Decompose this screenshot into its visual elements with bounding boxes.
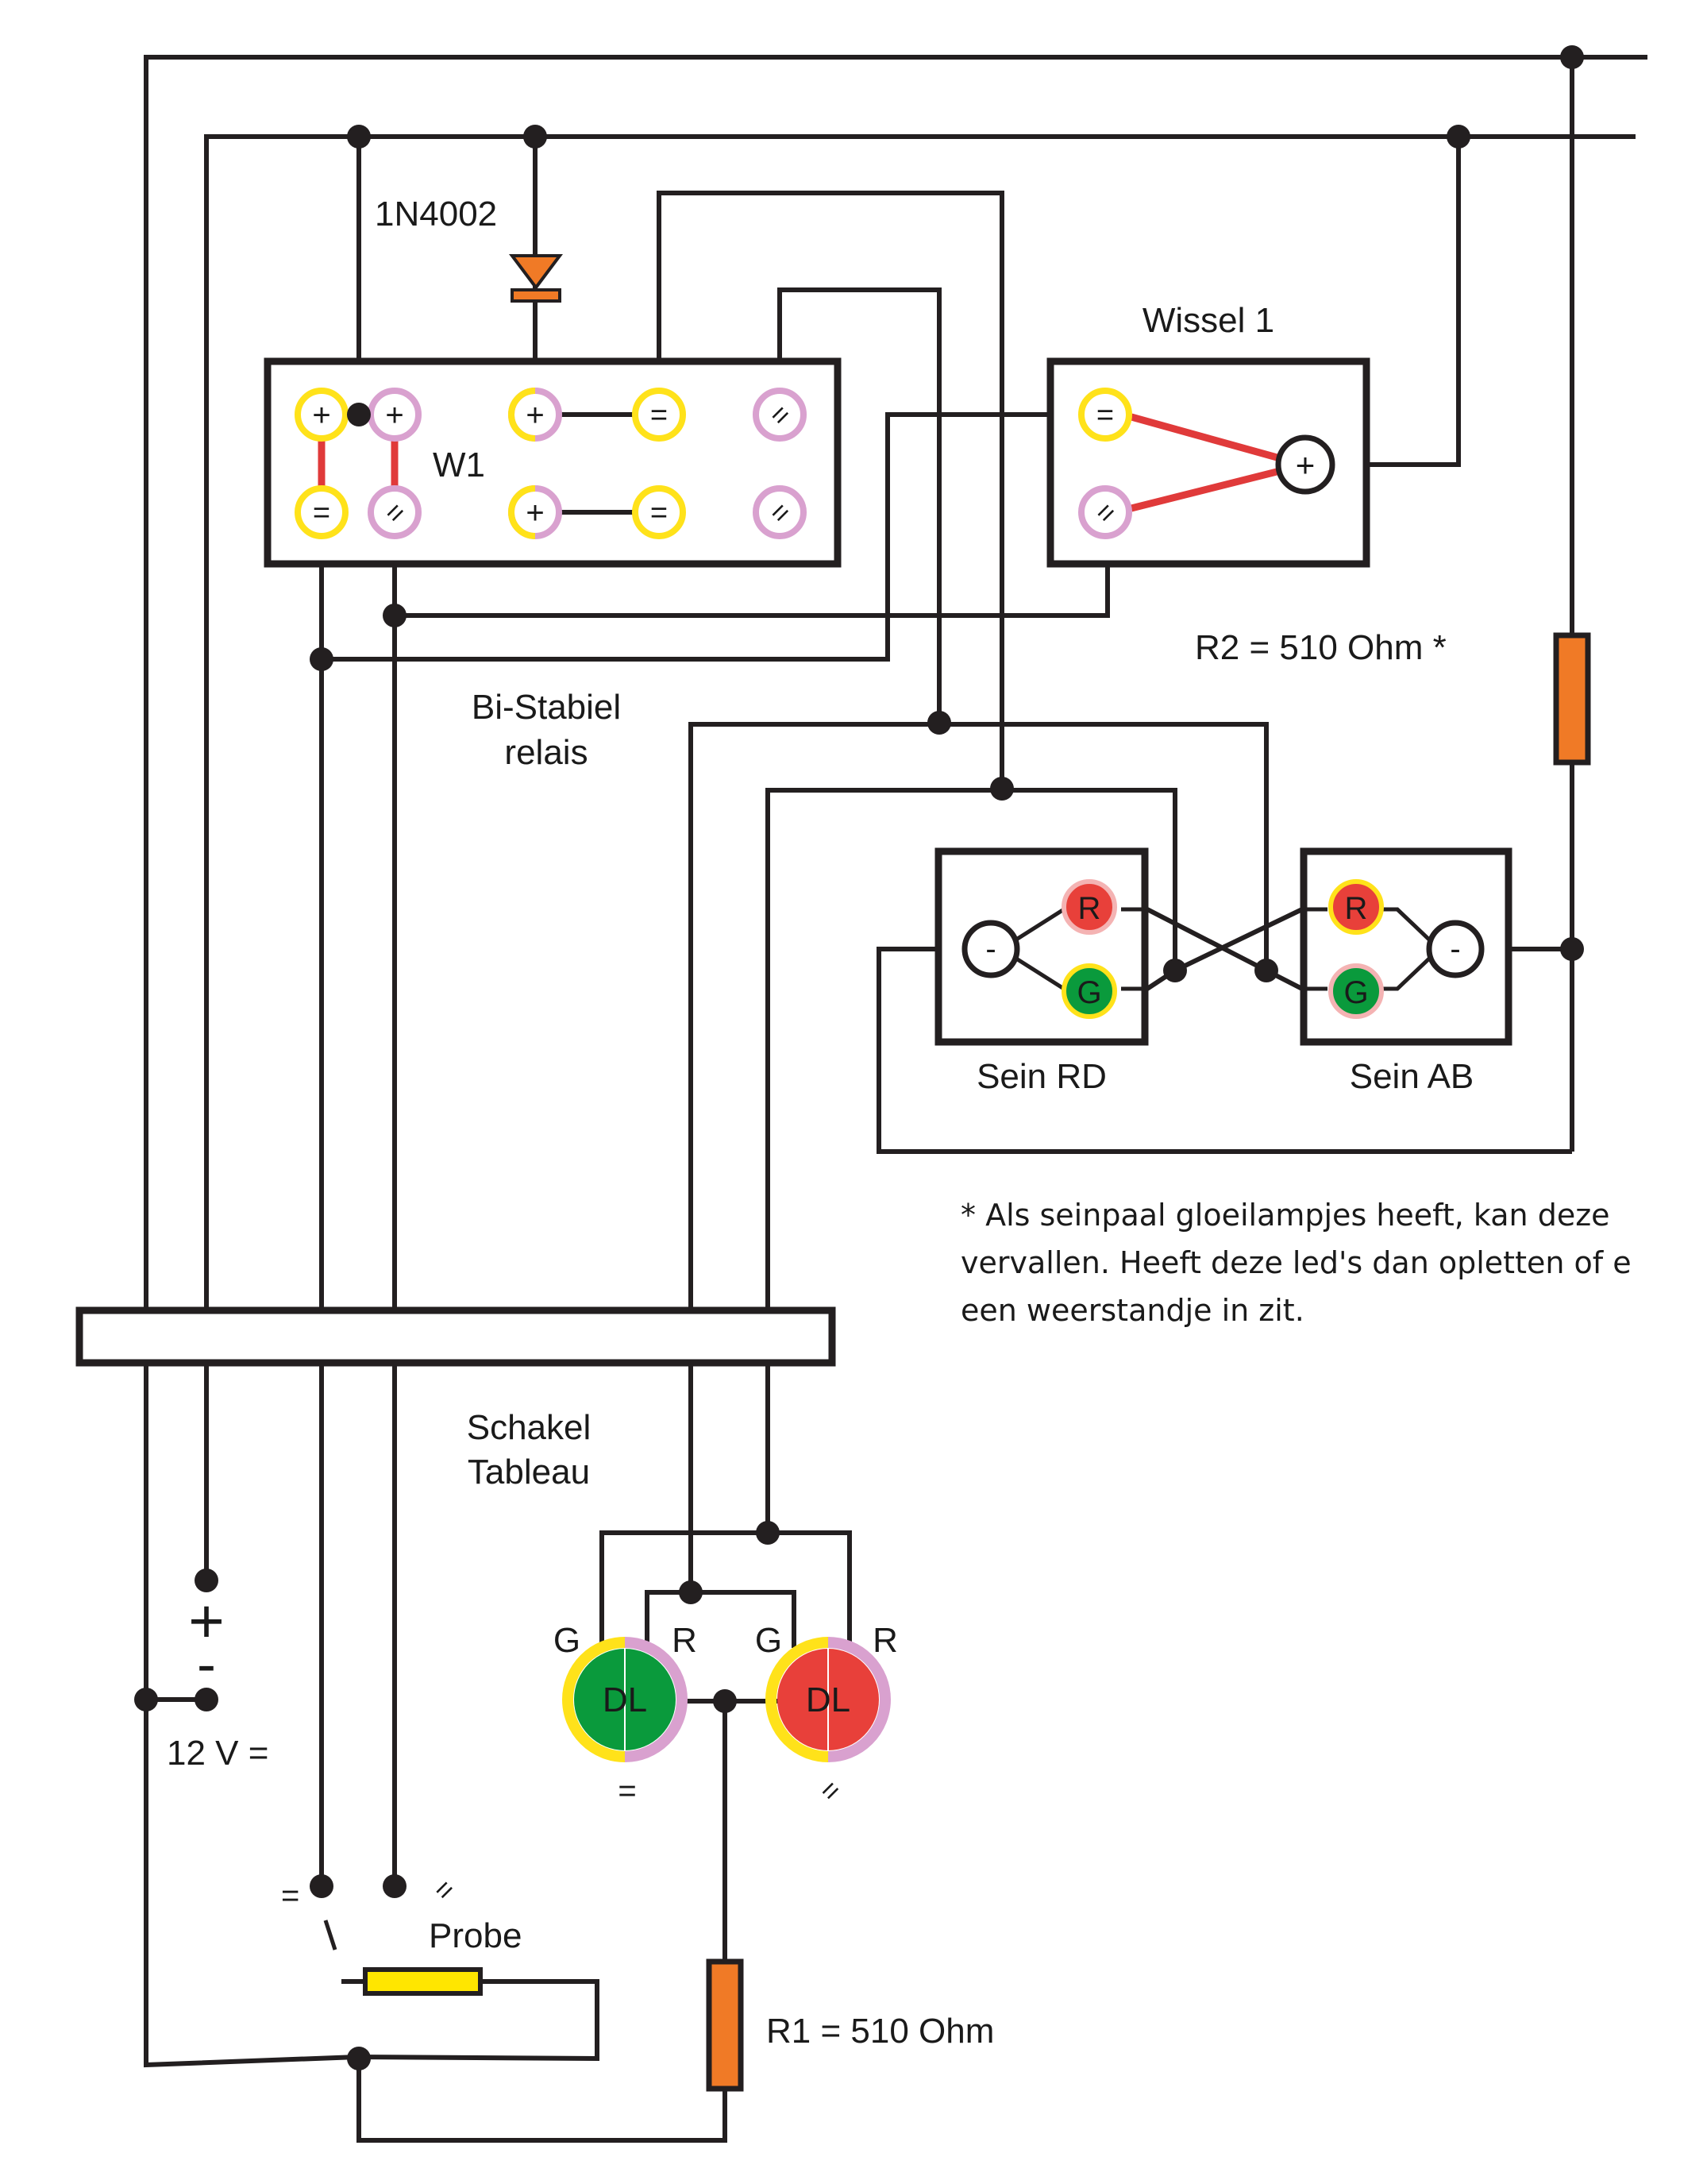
ab-term-green: G xyxy=(1328,963,1384,1019)
svg-text:+: + xyxy=(526,398,544,433)
footnote-line-3: een weerstandje in zit. xyxy=(961,1293,1304,1328)
svg-text:=: = xyxy=(650,399,668,432)
supply-minus-label: - xyxy=(197,1633,216,1696)
resistor-r1 xyxy=(706,1958,744,2092)
svg-text:R: R xyxy=(1078,891,1101,926)
panel-title-line1: Schakel xyxy=(467,1408,591,1447)
wire-relay-div-loop xyxy=(777,287,942,723)
diode-1n4002 xyxy=(509,254,563,303)
supply-voltage-label: 12 V = xyxy=(167,1734,268,1773)
led-green-dl: DL xyxy=(562,1637,688,1762)
resistor-r2 xyxy=(1553,632,1591,766)
probe xyxy=(323,1920,483,1996)
led-green-eq-label: = xyxy=(618,1773,636,1808)
relay-title-line2: relais xyxy=(504,733,588,772)
probe-eq-label: = xyxy=(281,1878,299,1913)
wire-signal-red-loop xyxy=(765,788,1177,1308)
footnote: * Als seinpaal gloeilampjes heeft, kan d… xyxy=(961,1191,1675,1334)
relay-term-plus-3: + xyxy=(508,388,562,442)
wissel-terminals: = = + xyxy=(1078,388,1335,539)
signal-terminals: - R G R G - xyxy=(961,879,1485,1019)
wire-top-bus-1 xyxy=(144,55,1647,1308)
wire-signal-return xyxy=(877,947,1572,1154)
rd-term-minus: - xyxy=(961,920,1020,978)
svg-text:R: R xyxy=(1345,891,1368,926)
relay-term-plus-4: + xyxy=(508,485,562,539)
signal-rd-label: Sein RD xyxy=(977,1057,1107,1096)
svg-text:G: G xyxy=(1343,975,1368,1010)
svg-text:-: - xyxy=(985,932,996,967)
relay-term-div-1: = xyxy=(753,388,807,442)
switch-panel-bar xyxy=(75,1306,836,1367)
diode-label: 1N4002 xyxy=(375,195,497,233)
panel-title-line2: Tableau xyxy=(468,1453,590,1491)
r2-label: R2 = 510 Ohm * xyxy=(1195,628,1447,667)
wissel-bridges xyxy=(1130,413,1281,512)
relay-title-line1: Bi-Stabiel xyxy=(472,688,621,727)
wissel-term-plus: + xyxy=(1275,434,1335,495)
junctions xyxy=(134,45,1584,2070)
relay-term-eq-2: = xyxy=(295,485,349,539)
wire-r1-return xyxy=(356,2059,727,2143)
supply-plus-label: + xyxy=(188,1586,225,1656)
wire-wissel-eq xyxy=(322,412,1080,662)
signal-ab-label: Sein AB xyxy=(1350,1057,1474,1096)
wire-top-bus-2 xyxy=(204,134,1636,1308)
led-red-div-label: = xyxy=(813,1773,848,1808)
r1-label: R1 = 510 Ohm xyxy=(766,2012,994,2051)
rd-term-green: G xyxy=(1062,963,1117,1019)
relay-box xyxy=(264,357,842,568)
ab-term-minus: - xyxy=(1426,920,1485,978)
led-green-r-label: R xyxy=(672,1621,697,1660)
wire-relay-eq-loop xyxy=(657,191,1004,789)
wire-supply-minus xyxy=(144,1340,599,2068)
relay-name-label: W1 xyxy=(433,446,485,484)
footnote-line-1: * Als seinpaal gloeilampjes heeft, kan d… xyxy=(961,1198,1610,1233)
wire-led-outer xyxy=(599,1530,852,1648)
ab-term-red: R xyxy=(1328,879,1384,935)
led-red-dl: DL xyxy=(765,1637,891,1762)
labels: 1N4002 W1 Bi-Stabiel relais Wissel 1 R2 … xyxy=(167,195,1474,2051)
svg-text:+: + xyxy=(1296,446,1316,484)
probe-div-label: = xyxy=(426,1872,461,1907)
svg-text:=: = xyxy=(1096,399,1114,432)
wissel-term-eq: = xyxy=(1078,388,1132,442)
wire-led-inner xyxy=(691,1590,796,1648)
led-green-g-label: G xyxy=(553,1621,580,1660)
svg-text:+: + xyxy=(385,398,403,433)
svg-text:=: = xyxy=(313,496,330,530)
led-red-r-label: R xyxy=(873,1621,898,1660)
svg-text:=: = xyxy=(650,496,668,530)
relay-term-div-3: = xyxy=(753,485,807,539)
relay-terminals: + + + = = = = + xyxy=(295,388,807,539)
wire-cross-2 xyxy=(1121,907,1327,991)
wire-signal-green-loop xyxy=(688,722,1269,1308)
wire-led-green xyxy=(645,1340,693,1648)
relay-term-div-2: = xyxy=(368,485,422,539)
probe-switch-arm xyxy=(323,1920,337,1951)
wire-wissel-plus xyxy=(1334,137,1461,467)
probe-label: Probe xyxy=(429,1916,522,1955)
svg-text:G: G xyxy=(1077,975,1101,1010)
rd-term-red: R xyxy=(1062,879,1117,935)
relay-term-plus-1: + xyxy=(295,388,349,442)
relay-term-eq-3: = xyxy=(632,485,686,539)
wissel-term-div: = xyxy=(1078,485,1132,539)
svg-text:-: - xyxy=(1450,932,1460,967)
led-red-g-label: G xyxy=(755,1621,782,1660)
svg-text:+: + xyxy=(312,398,330,433)
footnote-line-2: vervallen. Heeft deze led's dan opletten… xyxy=(961,1245,1632,1280)
svg-text:DL: DL xyxy=(806,1680,850,1719)
wissel-title: Wissel 1 xyxy=(1142,301,1274,340)
relay-term-plus-2: + xyxy=(368,388,422,442)
relay-term-eq-1: = xyxy=(632,388,686,442)
svg-text:DL: DL xyxy=(603,1680,647,1719)
svg-text:+: + xyxy=(526,496,544,531)
